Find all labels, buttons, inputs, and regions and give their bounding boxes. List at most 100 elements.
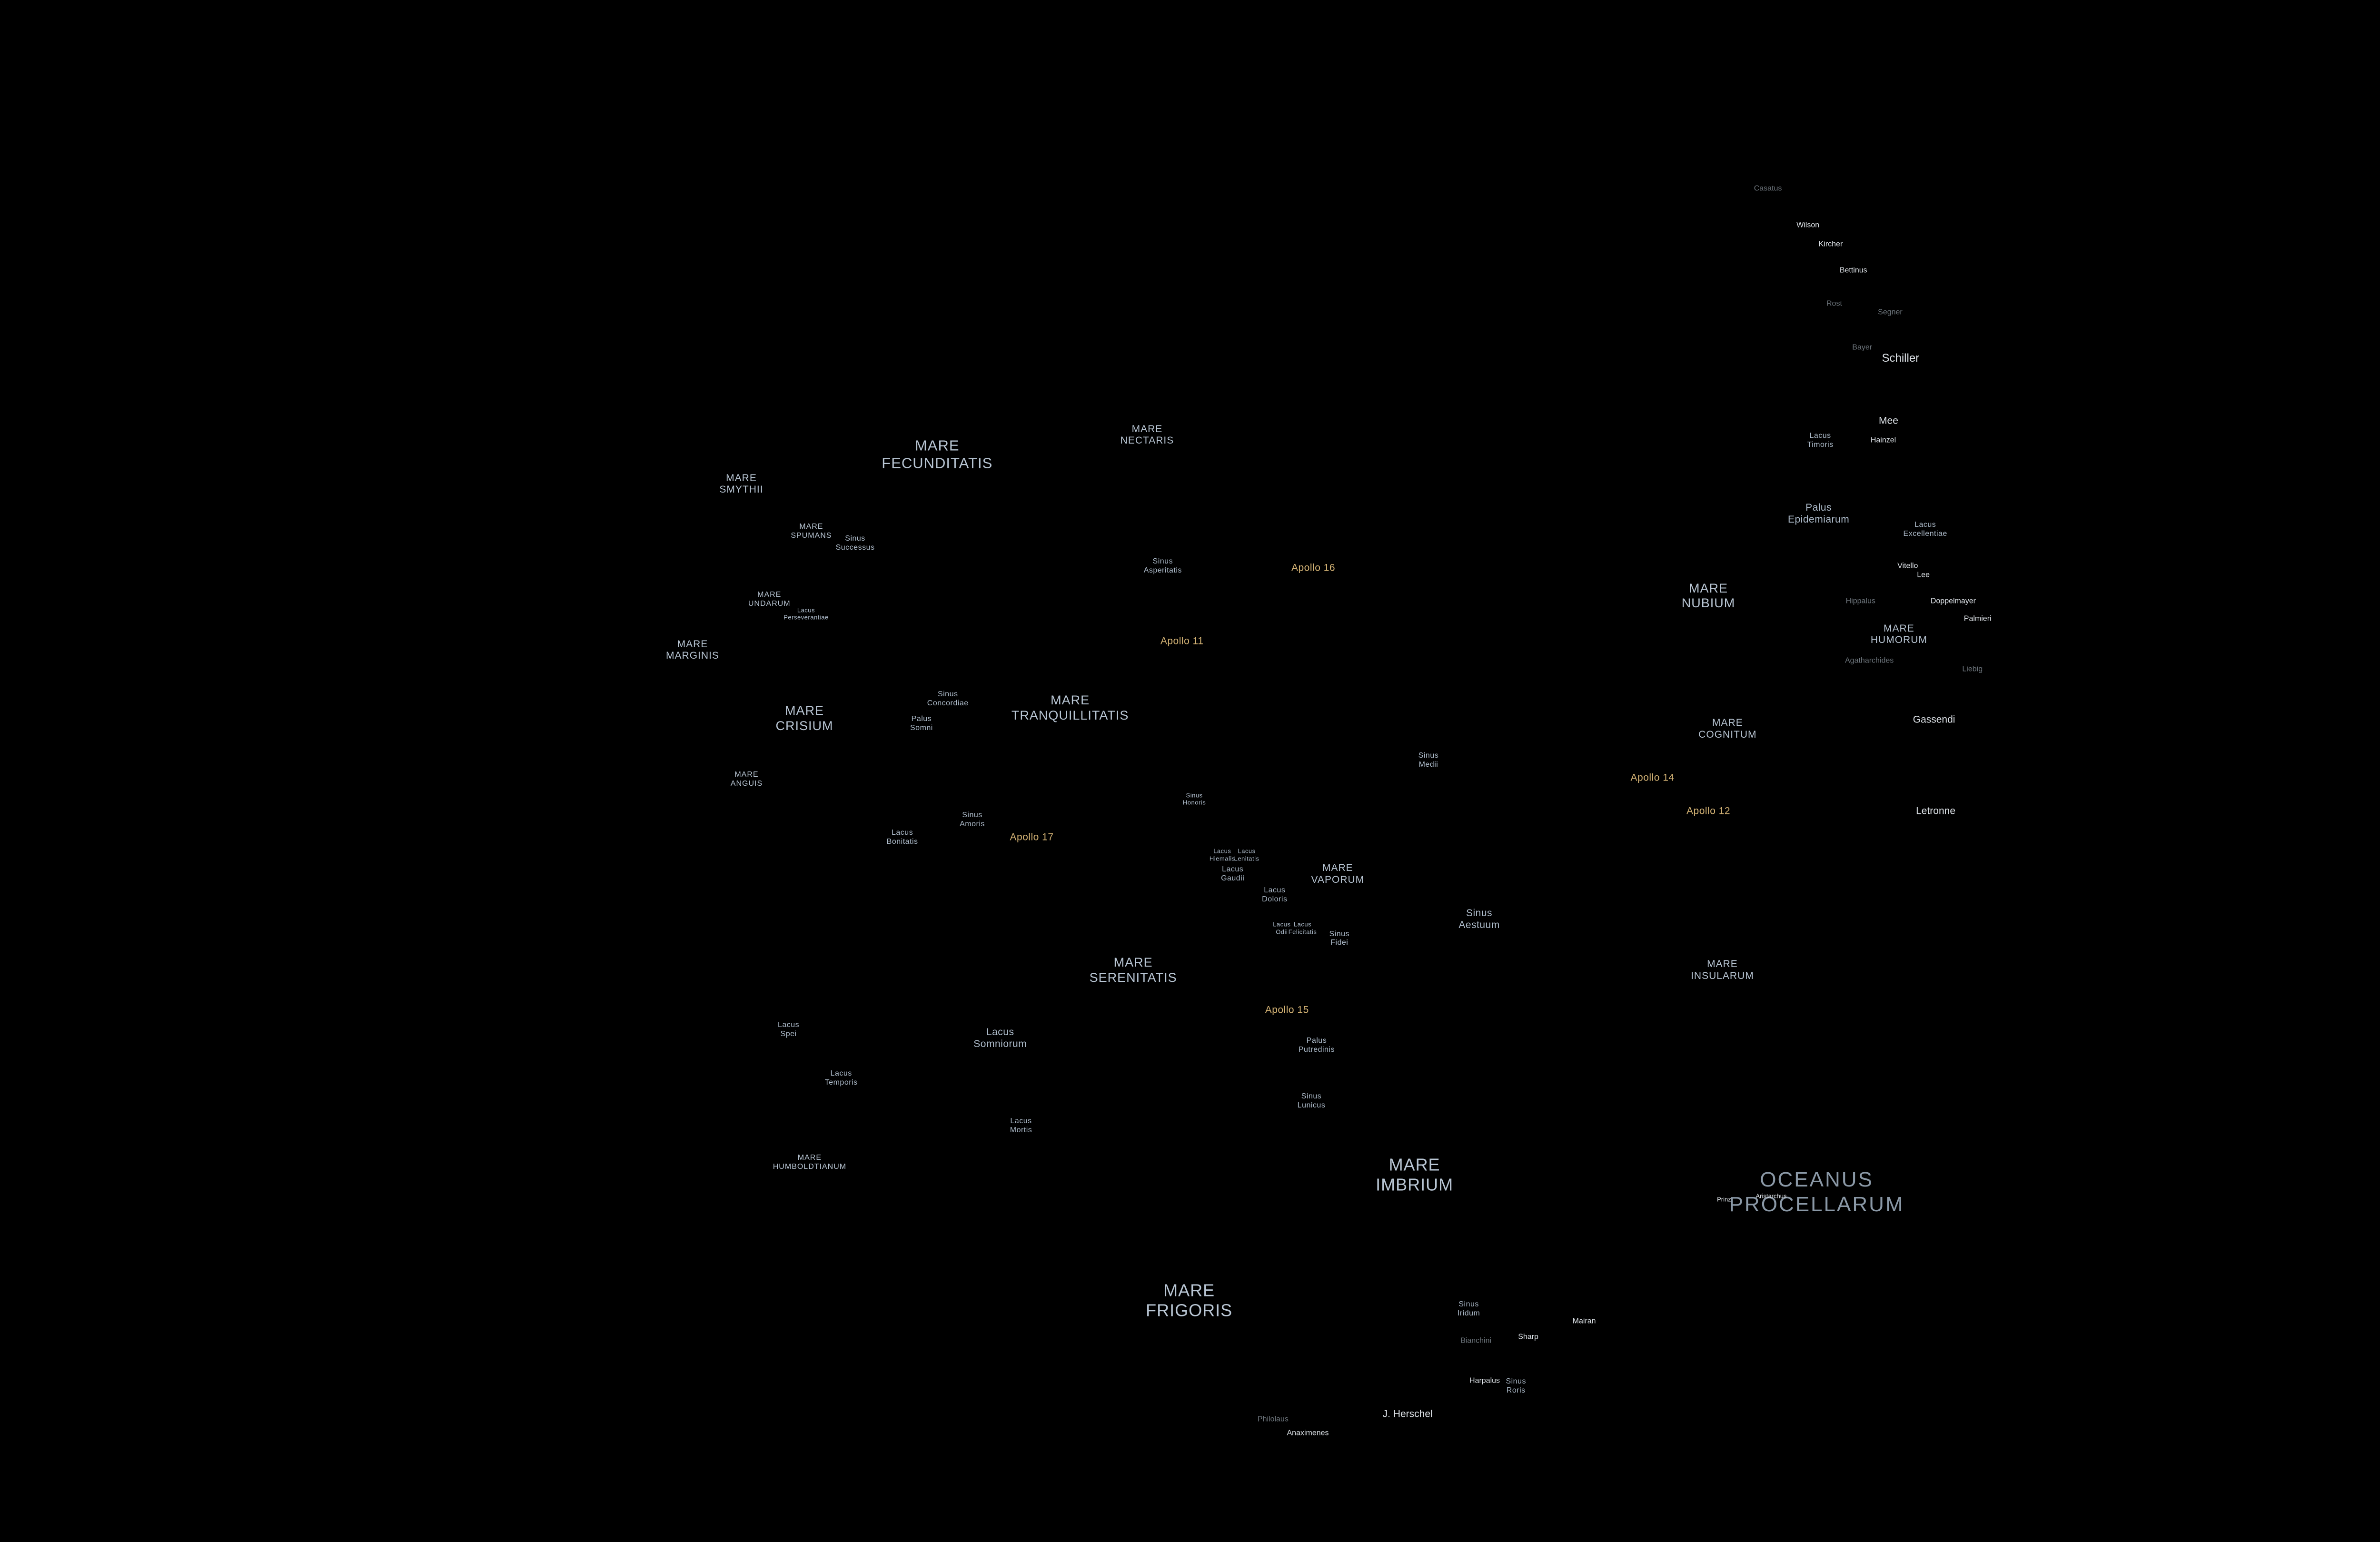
map-label-mairan[interactable]: Mairan	[1573, 1317, 1596, 1326]
map-label-line: Felicitatis	[1288, 928, 1317, 936]
map-label-prinz[interactable]: Prinz	[1717, 1196, 1731, 1203]
map-label-line: Agatharchides	[1845, 656, 1894, 665]
map-label-line: Concordiae	[927, 699, 969, 708]
map-label-bianchini[interactable]: Bianchini	[1460, 1336, 1491, 1345]
map-label-line: MARE	[1707, 959, 1738, 970]
map-label-doppelmayer[interactable]: Doppelmayer	[1931, 597, 1976, 606]
map-label-hippalus[interactable]: Hippalus	[1846, 597, 1875, 606]
map-label-line: Palus	[1805, 502, 1832, 514]
map-label-philolaus[interactable]: Philolaus	[1258, 1415, 1289, 1424]
map-label-letronne[interactable]: Letronne	[1916, 805, 1955, 817]
map-label-line: Sinus	[1152, 557, 1173, 566]
map-label-apollo-16[interactable]: Apollo 16	[1291, 563, 1335, 574]
map-label-line: ANGUIS	[730, 780, 763, 788]
map-label-sharp[interactable]: Sharp	[1518, 1333, 1538, 1342]
map-label-lee[interactable]: Lee	[1917, 571, 1930, 580]
map-label-line: Letronne	[1916, 805, 1955, 817]
map-label-aristarchus[interactable]: Aristarchus	[1755, 1192, 1786, 1199]
map-label-wilson[interactable]: Wilson	[1796, 221, 1819, 230]
map-label-line: MARE	[1322, 862, 1353, 873]
map-label-line: Anaximenes	[1287, 1429, 1329, 1437]
map-label-line: MARE	[784, 703, 824, 718]
map-label-bettinus[interactable]: Bettinus	[1840, 267, 1867, 276]
map-label-palmieri[interactable]: Palmieri	[1964, 614, 1992, 623]
map-label-liebig[interactable]: Liebig	[1962, 665, 1983, 674]
map-label-line: Roris	[1506, 1386, 1526, 1395]
map-label-bayer[interactable]: Bayer	[1852, 344, 1872, 353]
map-label-anaximenes[interactable]: Anaximenes	[1287, 1429, 1329, 1438]
map-label-line: Lacus	[1010, 1117, 1032, 1125]
map-label-apollo-14[interactable]: Apollo 14	[1631, 772, 1675, 784]
map-label-apollo-15[interactable]: Apollo 15	[1265, 1005, 1309, 1017]
map-label-j-herschel[interactable]: J. Herschel	[1383, 1408, 1433, 1420]
map-label-vitello[interactable]: Vitello	[1897, 562, 1918, 571]
map-label-line: Bonitatis	[886, 837, 918, 846]
map-label-line: TRANQUILLITATIS	[1011, 708, 1129, 722]
map-label-segner[interactable]: Segner	[1878, 308, 1903, 317]
map-label-apollo-12[interactable]: Apollo 12	[1686, 805, 1730, 817]
map-label-line: Somni	[910, 723, 933, 732]
map-label-agatharchides[interactable]: Agatharchides	[1845, 656, 1894, 665]
map-label-harpalus[interactable]: Harpalus	[1469, 1377, 1500, 1386]
map-label-rost[interactable]: Rost	[1826, 300, 1842, 309]
map-label-apollo-11[interactable]: Apollo 11	[1160, 636, 1204, 648]
map-label-line: SERENITATIS	[1089, 970, 1177, 985]
map-label-apollo-17[interactable]: Apollo 17	[1010, 831, 1053, 843]
map-label-schiller[interactable]: Schiller	[1882, 352, 1919, 365]
map-label-gassendi[interactable]: Gassendi	[1913, 714, 1955, 726]
map-label-line: Harpalus	[1469, 1376, 1500, 1385]
map-label-kircher[interactable]: Kircher	[1819, 240, 1843, 249]
map-label-casatus[interactable]: Casatus	[1754, 184, 1782, 193]
map-label-mee[interactable]: Mee	[1879, 415, 1898, 427]
map-label-hainzel[interactable]: Hainzel	[1871, 436, 1896, 445]
